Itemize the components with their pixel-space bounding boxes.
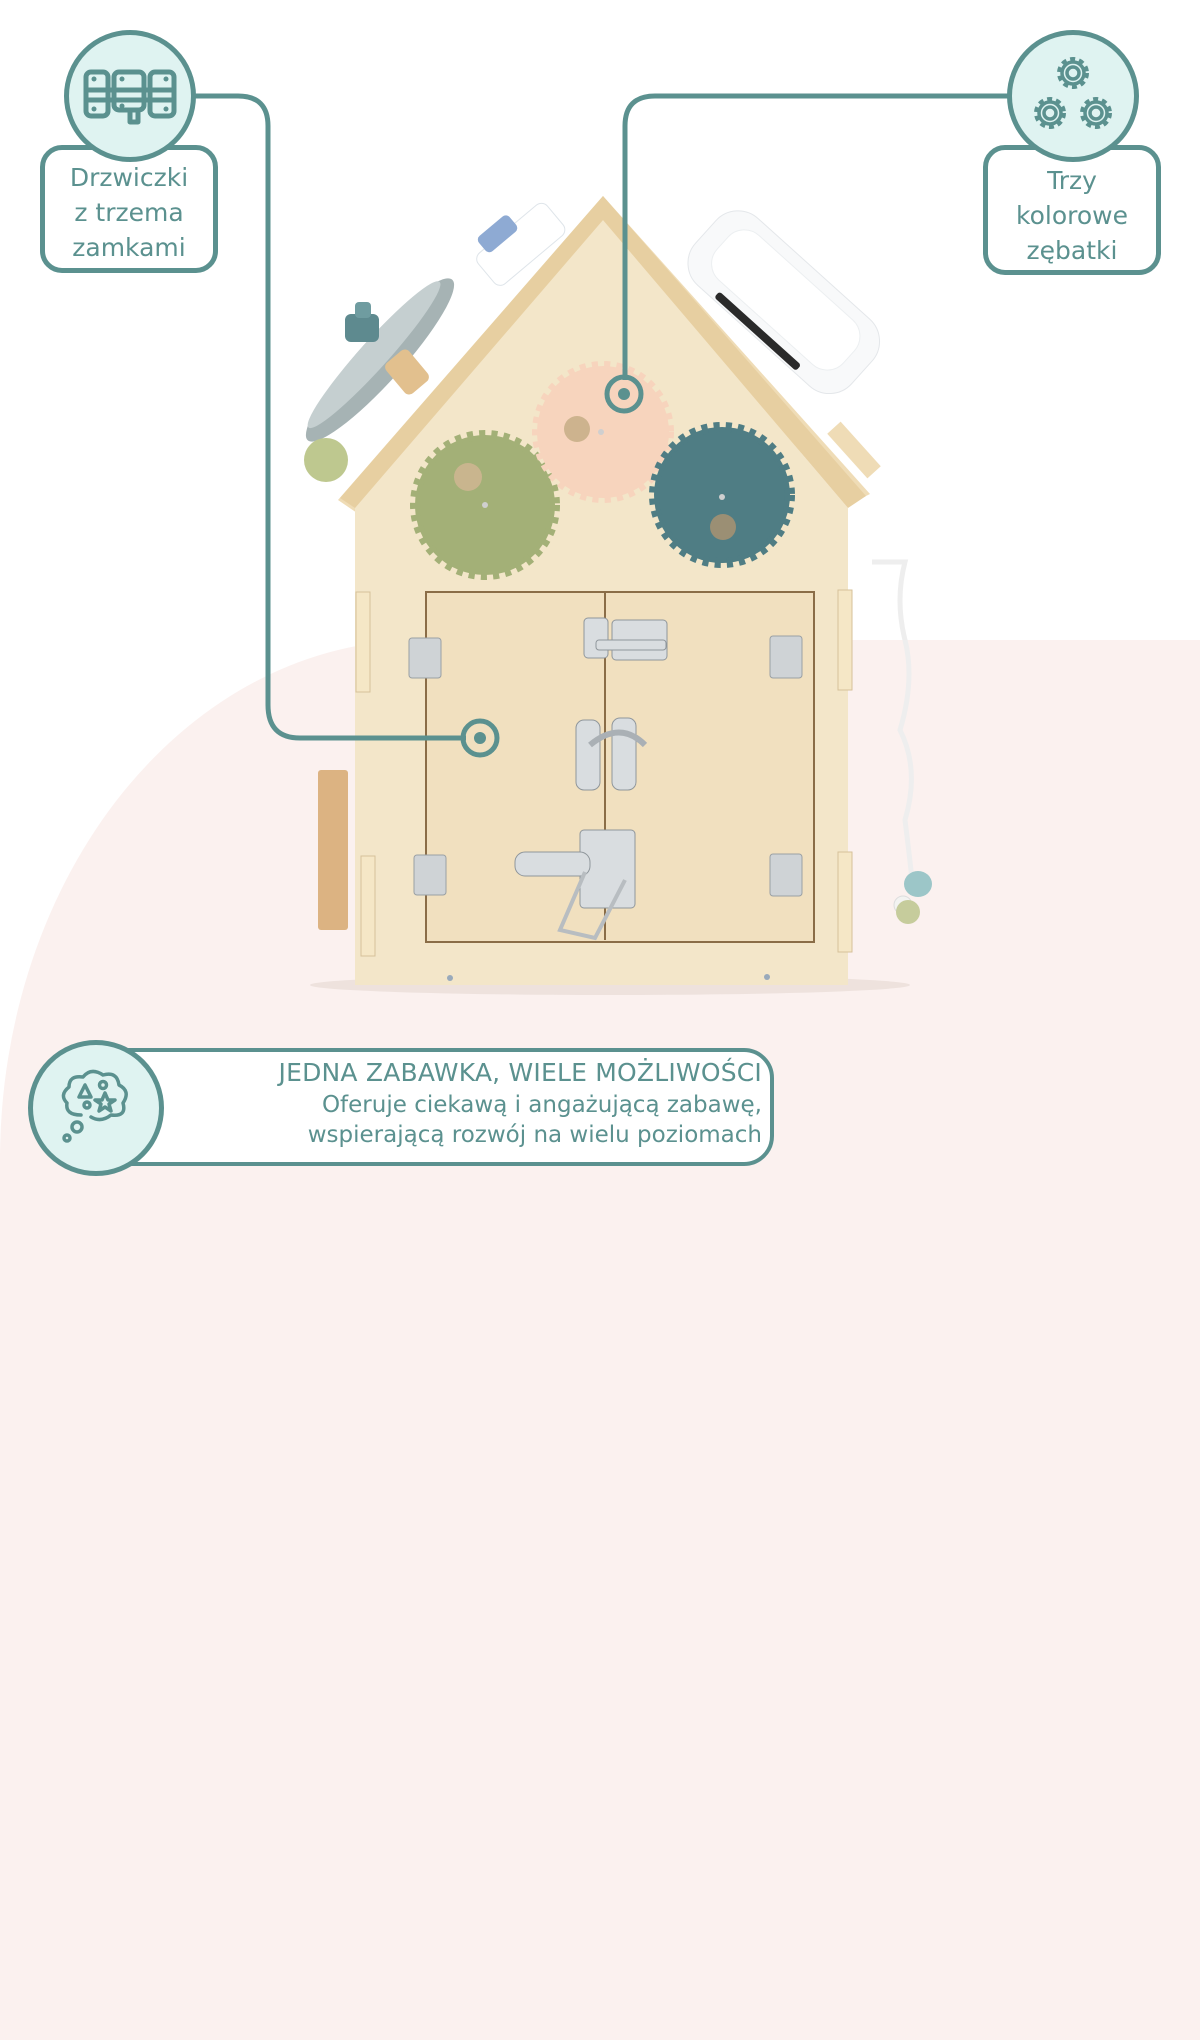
doors-target-marker bbox=[460, 718, 500, 758]
banner-line-2: wspierającą rozwój na wielu poziomach bbox=[307, 1122, 762, 1148]
product-illustration bbox=[304, 196, 932, 995]
door-chain bbox=[557, 871, 627, 941]
callout-doors-icon-circle bbox=[64, 30, 196, 162]
callout-gears-label: Trzy kolorowe zębatki bbox=[983, 145, 1161, 275]
green-bead bbox=[304, 438, 348, 482]
bottom-banner-icon-circle bbox=[28, 1040, 164, 1176]
callout-gears-line-1: Trzy bbox=[1047, 165, 1097, 195]
door-lock-latch-icon bbox=[83, 69, 177, 125]
bottom-banner bbox=[72, 1048, 774, 1166]
steering-knob bbox=[345, 314, 379, 342]
callout-doors-line-3: zamkami bbox=[72, 232, 186, 262]
callout-connectors bbox=[192, 93, 1010, 758]
side-wooden-block bbox=[318, 770, 348, 930]
gear-peach bbox=[532, 361, 674, 503]
callout-gears-line-2: kolorowe bbox=[1016, 200, 1128, 230]
callout-doors-line-1: Drzwiczki bbox=[69, 162, 189, 192]
doors-connector-line bbox=[192, 93, 466, 741]
callout-doors-label: Drzwiczki z trzema zamkami bbox=[40, 145, 218, 273]
banner-title: JEDNA ZABAWKA, WIELE MOŻLIWOŚCI bbox=[278, 1058, 762, 1087]
callout-gears-icon-circle bbox=[1007, 30, 1139, 162]
three-gears-icon bbox=[1034, 57, 1112, 129]
thought-bubble-shapes-icon bbox=[61, 1069, 128, 1143]
callout-doors-line-2: z trzema bbox=[74, 197, 184, 227]
toy-phone bbox=[687, 210, 881, 395]
gears-connector-line bbox=[622, 93, 1010, 380]
bottom-banner-text: JEDNA ZABAWKA, WIELE MOŻLIWOŚCI Oferuje … bbox=[150, 1056, 762, 1150]
blue-bead bbox=[904, 871, 932, 897]
banner-line-1: Oferuje ciekawą i angażującą zabawę, bbox=[321, 1092, 762, 1118]
callout-gears-line-3: zębatki bbox=[1026, 235, 1118, 265]
bead-maze-wire bbox=[872, 559, 915, 881]
gears-target-marker bbox=[604, 374, 644, 414]
gear-teal bbox=[649, 422, 795, 568]
steering-wheel bbox=[305, 278, 455, 442]
locks bbox=[514, 617, 668, 909]
gear-green bbox=[410, 430, 560, 580]
